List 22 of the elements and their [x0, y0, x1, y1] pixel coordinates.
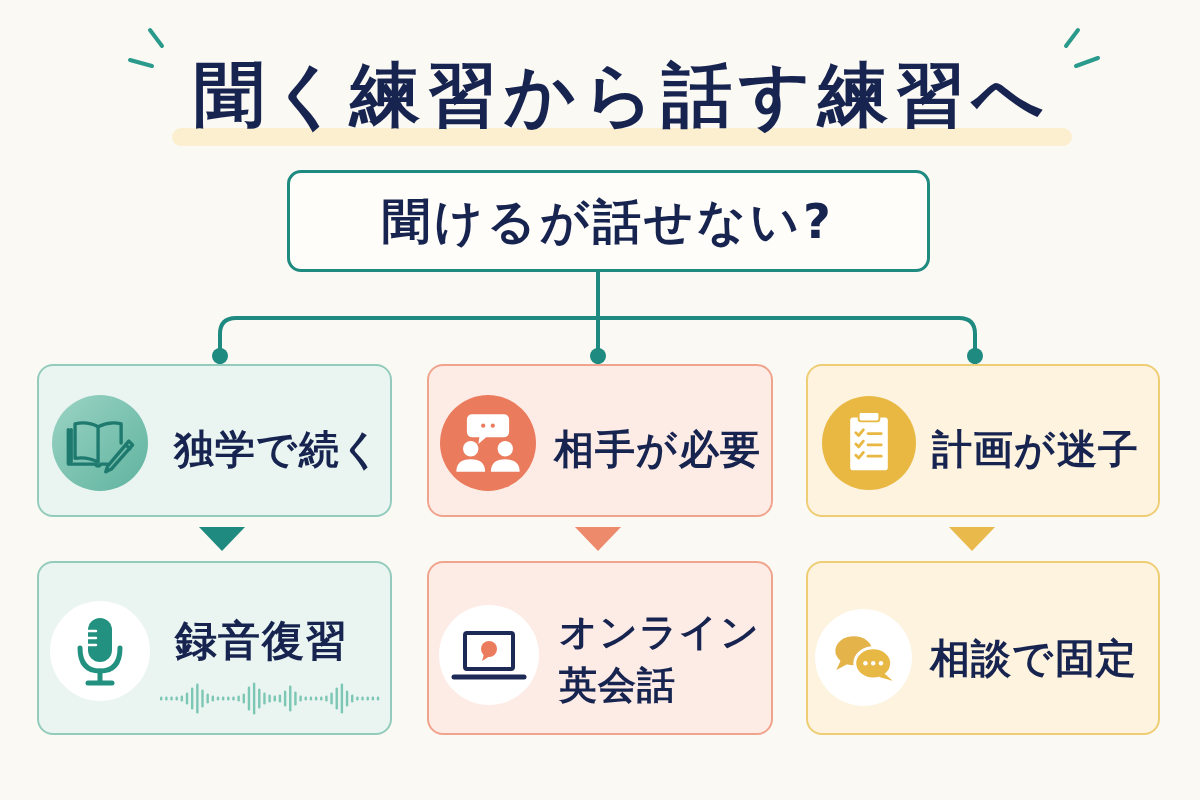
card-title: オンライン英会話 — [559, 609, 761, 709]
arrow — [199, 527, 245, 551]
card-title: 相手が必要 — [554, 425, 761, 473]
arrow — [949, 527, 995, 551]
card-title: 録音復習 — [175, 617, 349, 665]
card-title: 独学で続く — [174, 425, 382, 473]
question-box — [287, 170, 930, 272]
card-title: 相談で固定 — [930, 634, 1137, 682]
solution-card — [427, 561, 773, 735]
problem-card — [806, 364, 1160, 517]
connector-line — [598, 316, 983, 364]
problem-card — [427, 364, 773, 517]
arrow — [575, 527, 621, 551]
connector-line — [590, 318, 606, 364]
connector-line — [212, 316, 598, 364]
card-title: 計画が迷子 — [932, 425, 1139, 473]
title: 聞く練習から話す練習へ — [193, 55, 1051, 135]
solution-card — [37, 561, 392, 735]
problem-card — [37, 364, 392, 517]
connector-line — [596, 272, 600, 318]
question-text: 聞けるが話せない? — [382, 193, 835, 249]
solution-card — [806, 561, 1160, 735]
